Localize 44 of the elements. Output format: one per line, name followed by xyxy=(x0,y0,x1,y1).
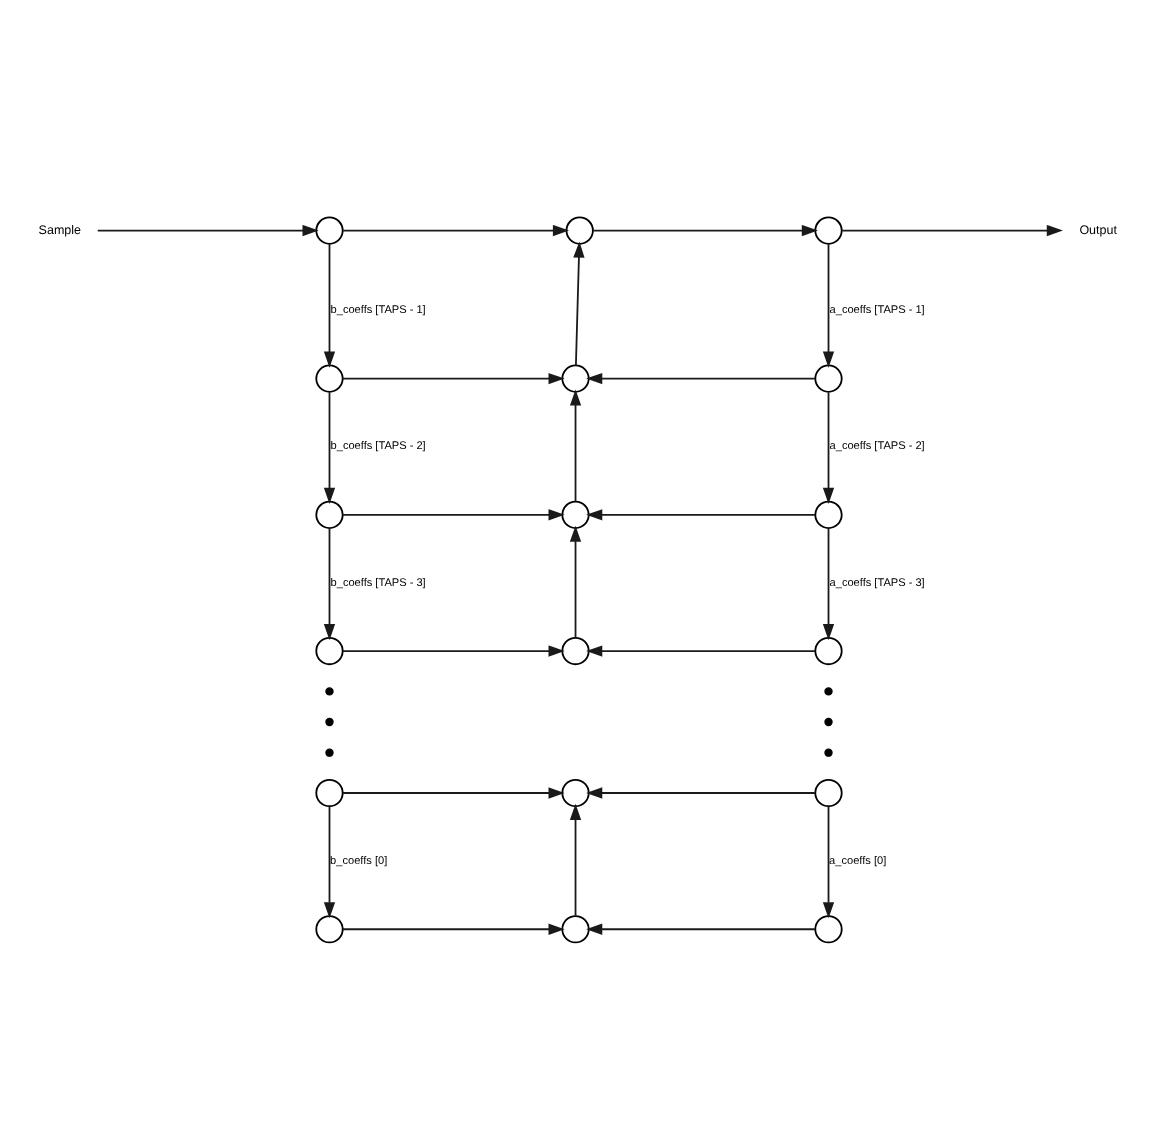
arrow xyxy=(569,525,582,639)
node-circle xyxy=(315,915,344,944)
arrow xyxy=(586,509,816,521)
node-circle xyxy=(315,778,344,808)
node-circle xyxy=(315,216,344,245)
node-circle xyxy=(315,500,344,529)
node-circle xyxy=(814,500,843,529)
arrow xyxy=(323,805,336,919)
arrow xyxy=(342,224,570,237)
node-circle xyxy=(561,778,590,808)
arrow xyxy=(96,224,319,237)
node-circle xyxy=(814,778,843,808)
arrow xyxy=(586,645,816,657)
arrow xyxy=(569,803,582,917)
node-circle xyxy=(814,915,843,944)
arrow xyxy=(569,389,582,503)
node-circle xyxy=(561,500,590,529)
arrow xyxy=(342,372,565,385)
node-circle xyxy=(561,915,590,944)
arrow xyxy=(586,372,816,385)
node-circle xyxy=(315,364,344,393)
arrow xyxy=(822,527,835,641)
node-circle xyxy=(814,636,843,666)
arrow xyxy=(323,391,336,504)
arrow xyxy=(586,787,816,799)
arrow xyxy=(822,391,835,504)
arrow xyxy=(822,805,835,919)
arrow xyxy=(586,923,816,935)
arrow xyxy=(342,787,565,799)
node-circle xyxy=(814,364,843,393)
arrow xyxy=(323,527,336,641)
arrow xyxy=(342,509,565,521)
node-circle xyxy=(315,636,344,666)
node-circle xyxy=(561,636,590,666)
node-circle xyxy=(561,364,590,393)
node-circle xyxy=(814,216,843,245)
arrow xyxy=(342,645,565,657)
arrow xyxy=(342,923,565,935)
arrow xyxy=(573,241,585,367)
arrow xyxy=(822,243,835,368)
arrow xyxy=(592,224,818,237)
arrow xyxy=(323,243,336,368)
arrow xyxy=(841,224,1063,237)
node-circle xyxy=(565,216,594,245)
